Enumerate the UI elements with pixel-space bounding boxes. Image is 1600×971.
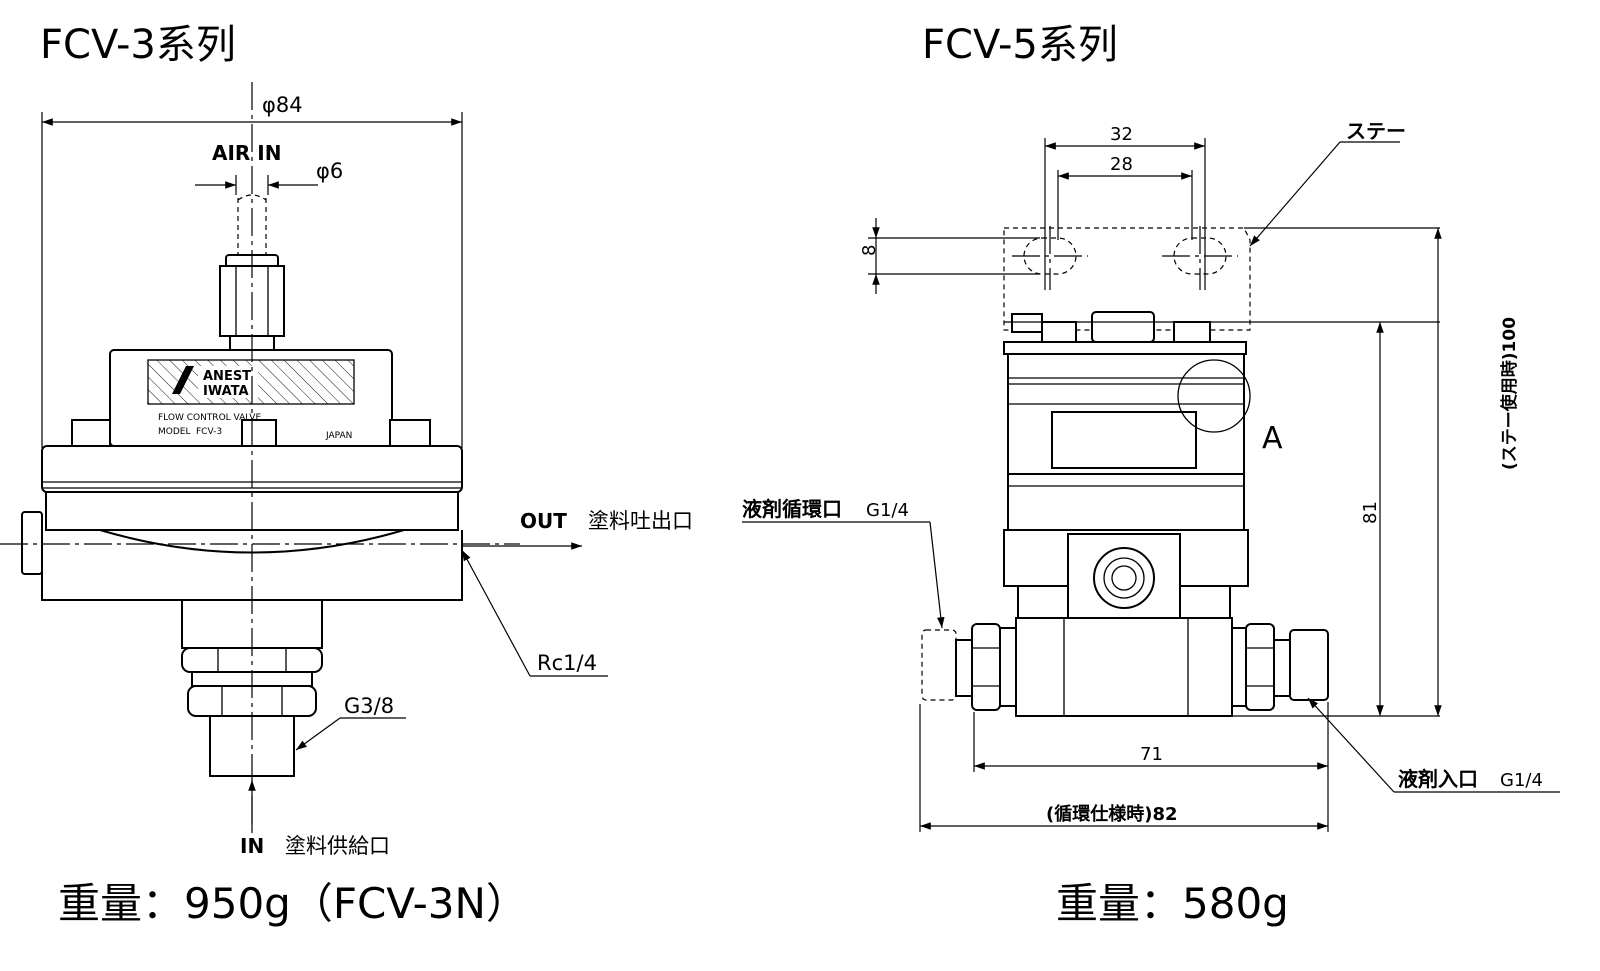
dim-71: 71 [1140, 744, 1163, 765]
fcv5-title: FCV-5系列 [922, 22, 1118, 68]
stay-label: ステー [1346, 119, 1406, 143]
out-description: 塗料吐出口 [588, 509, 693, 533]
dim-8: 8 [859, 245, 880, 256]
nameplate-model-label: MODEL [158, 427, 190, 437]
inlet-port-name: 液剤入口 [1398, 767, 1478, 791]
inlet-port-thread: G1/4 [1500, 770, 1543, 791]
nameplate-origin: JAPAN [325, 431, 352, 441]
g38-thread-label: G3/8 [344, 694, 394, 718]
fcv3-weight: 重量：950g（FCV-3N） [58, 879, 528, 928]
air-in-label: AIR IN [212, 141, 281, 165]
dim-phi84: φ84 [262, 93, 303, 117]
in-description: 塗料供給口 [285, 834, 390, 858]
out-label: OUT [520, 509, 567, 533]
circulation-port-thread: G1/4 [866, 500, 909, 521]
circulation-port-name: 液剤循環口 [742, 497, 842, 521]
dim-81: 81 [1360, 501, 1381, 524]
fcv3-title: FCV-3系列 [40, 22, 236, 68]
dim-32: 32 [1110, 124, 1133, 145]
fcv5-drawing: FCV-5系列 32 28 8 ステー [742, 22, 1560, 928]
fcv5-weight: 重量：580g [1056, 879, 1289, 928]
brand-name-line2: IWATA [203, 384, 249, 399]
dim-82: (循環仕様時)82 [1046, 803, 1178, 825]
dim-phi6: φ6 [316, 159, 343, 183]
in-label: IN [240, 834, 264, 858]
nameplate-model-value: FCV-3 [196, 427, 222, 437]
dim-28: 28 [1110, 154, 1133, 175]
brand-name-line1: ANEST [203, 369, 251, 384]
detail-a-label: A [1262, 421, 1283, 456]
fcv3-drawing: FCV-3系列 φ84 AIR IN φ6 ANEST IWATA [0, 22, 693, 928]
dim-100: (ステー使用時)100 [1499, 317, 1520, 470]
fcv5-lower-body [1015, 617, 1233, 717]
rc-thread-label: Rc1/4 [537, 651, 597, 675]
nameplate-product: FLOW CONTROL VALVE [158, 413, 261, 423]
fcv3-nameplate: ANEST IWATA FLOW CONTROL VALVE MODEL FCV… [147, 359, 355, 441]
